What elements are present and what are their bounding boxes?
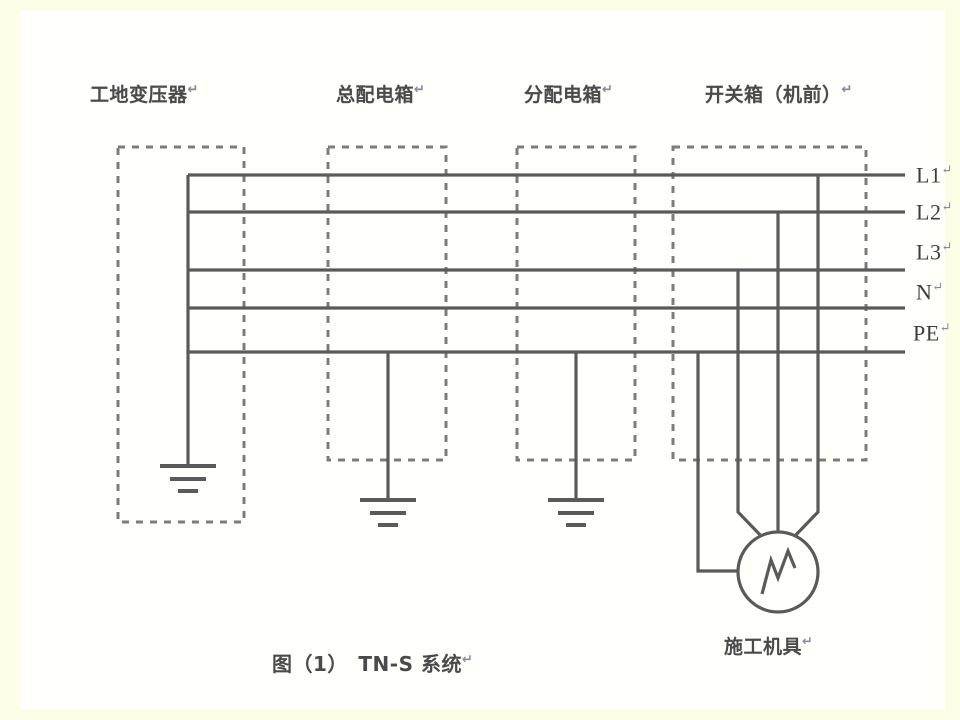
cr-mark: ↵ bbox=[932, 279, 944, 294]
conductor-label-L1: L1↵ bbox=[916, 162, 953, 188]
box-title-sub-distribution: 分配电箱↵ bbox=[524, 82, 614, 106]
load-feed-PE bbox=[696, 352, 740, 573]
cr-mark: ↵ bbox=[941, 162, 953, 177]
load-feed-L3 bbox=[736, 270, 767, 542]
load-feed-L1 bbox=[789, 175, 820, 542]
earth-symbol-main-box bbox=[360, 498, 416, 527]
box-title-transformer: 工地变压器↵ bbox=[90, 82, 199, 106]
dashed-box-switch-box bbox=[671, 145, 868, 462]
motor-zigzag-icon bbox=[760, 546, 797, 595]
earth-symbol-sub-box bbox=[548, 498, 604, 527]
conductor-label-L3: L3↵ bbox=[916, 239, 953, 265]
box-title-main-distribution: 总配电箱↵ bbox=[336, 82, 426, 106]
conductor-label-L2: L2↵ bbox=[916, 199, 953, 225]
cr-mark: ↵ bbox=[461, 652, 474, 668]
dashed-box-transformer bbox=[116, 145, 246, 524]
conductor-label-PE: PE↵ bbox=[913, 320, 952, 346]
cr-mark: ↵ bbox=[187, 82, 199, 98]
cr-mark: ↵ bbox=[802, 634, 814, 650]
cr-mark: ↵ bbox=[841, 82, 853, 98]
figure-caption: 图（1） TN-S 系统↵ bbox=[272, 652, 474, 676]
cr-mark: ↵ bbox=[414, 82, 426, 98]
cr-mark: ↵ bbox=[941, 199, 953, 214]
cr-mark: ↵ bbox=[939, 320, 952, 335]
conductor-label-N: N↵ bbox=[916, 279, 944, 305]
box-title-switch-box: 开关箱（机前）↵ bbox=[705, 82, 853, 106]
cr-mark: ↵ bbox=[941, 239, 953, 254]
load-label: 施工机具↵ bbox=[724, 634, 814, 658]
load-motor-circle bbox=[736, 530, 820, 614]
cr-mark: ↵ bbox=[602, 82, 614, 98]
earth-symbol-transformer bbox=[160, 464, 216, 493]
